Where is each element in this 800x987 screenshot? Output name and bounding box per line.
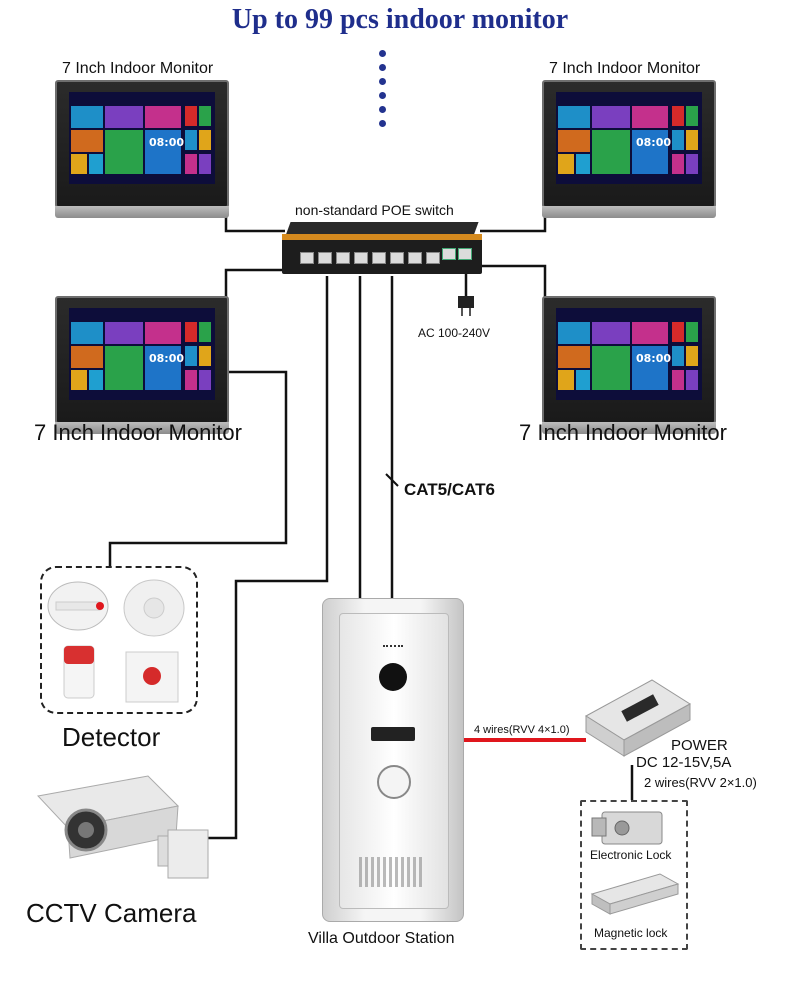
monitor-label-bottom-left: 7 Inch Indoor Monitor (34, 420, 242, 445)
monitor-screen: 08:00 (69, 92, 215, 184)
detector-label: Detector (62, 722, 161, 752)
indoor-monitor-bottom-right: 08:00 (542, 296, 716, 434)
indoor-monitor-bottom-left: 08:00 (55, 296, 229, 434)
monitor-screen: 08:00 (556, 308, 702, 400)
monitor-label-bottom-right: 7 Inch Indoor Monitor (519, 420, 727, 445)
detector-icons (47, 579, 185, 703)
monitor-clock: 08:00 (636, 352, 672, 365)
cctv-label: CCTV Camera (26, 898, 197, 928)
detector-group (40, 566, 198, 714)
lock-group: Electronic Lock Magnetic lock (580, 800, 688, 950)
wires2-label: 2 wires(RVV 2×1.0) (644, 775, 757, 790)
ac-label: AC 100-240V (418, 326, 491, 340)
monitor-label-top-left: 7 Inch Indoor Monitor (62, 60, 214, 77)
power-supply-icon (585, 679, 691, 757)
diagram-title: Up to 99 pcs indoor monitor (231, 4, 569, 35)
indoor-monitor-top-left: 08:00 (55, 80, 229, 218)
speaker-grille (359, 857, 425, 887)
monitor-screen: 08:00 (556, 92, 702, 184)
monitor-clock: 08:00 (149, 136, 185, 149)
camera-lens-icon (379, 663, 407, 691)
elock-label: Electronic Lock (590, 848, 672, 862)
cable-label: CAT5/CAT6 (404, 480, 495, 499)
electronic-lock-icon (591, 811, 663, 845)
monitor-clock: 08:00 (636, 136, 672, 149)
call-button-icon (377, 765, 411, 799)
monitor-screen: 08:00 (69, 308, 215, 400)
villa-outdoor-station (322, 598, 464, 922)
outdoor-label: Villa Outdoor Station (308, 930, 455, 947)
switch-label: non-standard POE switch (295, 202, 454, 218)
ellipsis-dots (378, 50, 388, 134)
indoor-monitor-top-right: 08:00 (542, 80, 716, 218)
cctv-camera-icon (37, 775, 209, 879)
magnetic-lock-icon (590, 873, 680, 915)
poe-switch (282, 222, 482, 274)
power-spec: DC 12-15V,5A (636, 754, 732, 771)
mlock-label: Magnetic lock (594, 926, 668, 940)
wires4-label: 4 wires(RVV 4×1.0) (474, 724, 570, 736)
monitor-clock: 08:00 (149, 352, 185, 365)
power-label: POWER (671, 737, 728, 754)
monitor-label-top-right: 7 Inch Indoor Monitor (549, 60, 701, 77)
